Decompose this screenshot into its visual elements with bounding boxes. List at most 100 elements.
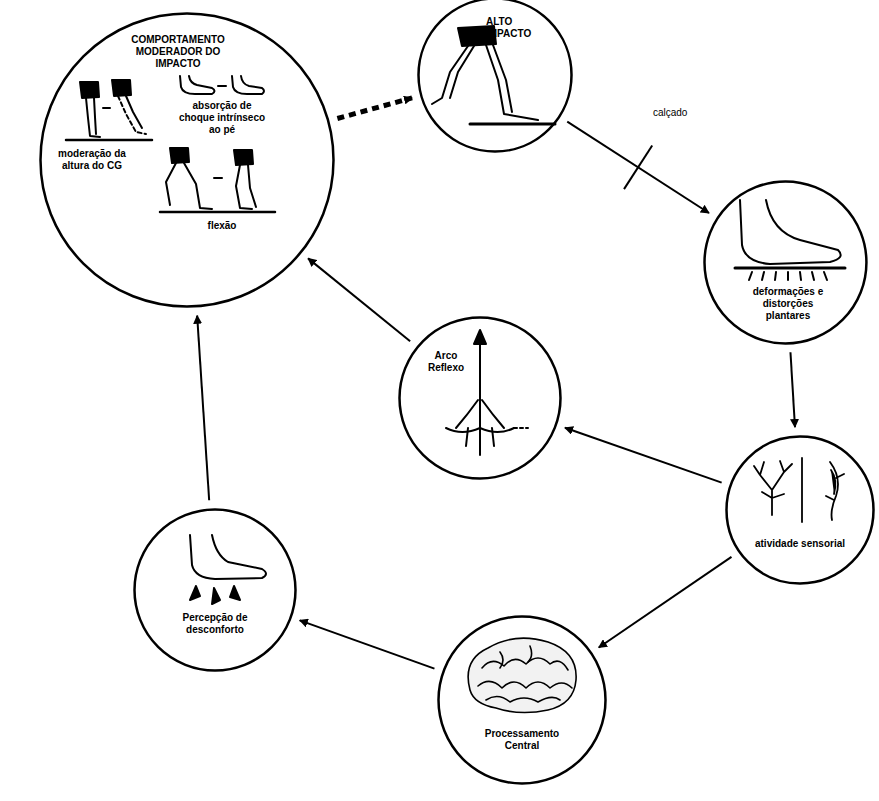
runner-sketch [470, 123, 555, 126]
foot-ground-sketch [735, 200, 845, 280]
runner-sketch [432, 26, 555, 124]
block-mark [624, 145, 652, 189]
brain-sketch [482, 658, 568, 670]
reflex-arc-symbol [456, 400, 478, 428]
foot-ground-sketch [762, 272, 764, 280]
receptor-sketch [754, 461, 792, 515]
brain-sketch [478, 681, 572, 688]
foot-pain-sketch [190, 535, 266, 579]
stage-circle: Percepção de desconforto [133, 508, 297, 672]
feet-sketch [218, 85, 226, 87]
foot-ground-sketch [740, 200, 841, 264]
stage-circle: deformações e distorções plantares [703, 180, 868, 345]
flexion-figures [160, 211, 275, 214]
reflex-arc-symbol [479, 338, 481, 455]
node-title: ALTO IMPACTO [486, 16, 538, 40]
reflex-arc-symbol [492, 428, 494, 446]
receptor-sketch [754, 458, 844, 522]
part-caption: flexão [197, 220, 247, 232]
circle-outline [400, 318, 561, 479]
foot-pain-sketch [230, 586, 240, 600]
flexion-figures [166, 163, 176, 205]
leg-figures [94, 98, 96, 134]
stage-circle: ALTO IMPACTO [417, 0, 573, 153]
foot-pain-sketch [190, 586, 200, 600]
reflex-arc-symbol [446, 428, 514, 432]
leg-figures [66, 139, 152, 142]
reflex-arc-symbol [482, 400, 504, 428]
flow-arrow [308, 258, 410, 341]
stage-circle: Arco Reflexo [398, 316, 562, 480]
node-title: COMPORTAMENTO MODERADOR DO IMPACTO [130, 34, 226, 70]
reflex-arc-symbol [514, 427, 528, 429]
stage-circle: atividade sensorial [725, 435, 875, 585]
circle-outline [437, 615, 607, 785]
feet-sketch [180, 76, 215, 94]
flexion-figures [160, 148, 275, 212]
reflex-arc-symbol [474, 330, 486, 344]
flow-arrow [599, 557, 732, 648]
receptor-sketch [801, 458, 803, 522]
flow-arrow [567, 122, 709, 213]
runner-sketch [450, 46, 474, 98]
flow-arrow [197, 316, 209, 501]
foot-ground-sketch [824, 272, 827, 280]
runner-sketch [486, 45, 538, 120]
foot-ground-sketch [787, 272, 789, 280]
node-title: atividade sensorial [745, 538, 855, 550]
leg-figures [112, 80, 131, 96]
circle-outline [727, 437, 874, 584]
flexion-figures [234, 150, 253, 165]
circle-outline [439, 617, 606, 784]
flow-arrow [300, 620, 435, 668]
stage-circle: Processamento Central [437, 615, 607, 785]
flow-arrow [565, 428, 722, 483]
circle-outline [41, 14, 334, 307]
part-caption: absorção de choque intrínseco ao pé [174, 100, 270, 136]
receptor-sketch [831, 470, 835, 494]
foot-ground-sketch [735, 267, 845, 270]
node-title: Processamento Central [472, 728, 572, 752]
circle-outline [398, 316, 562, 480]
feet-sketch [232, 76, 264, 94]
circle-outline [133, 508, 297, 672]
leg-figures [126, 96, 142, 128]
leg-figures [103, 107, 110, 109]
foot-ground-sketch [749, 272, 752, 280]
node-title: Percepção de desconforto [160, 612, 270, 636]
runner-sketch [493, 45, 512, 112]
foot-pain-sketch [212, 588, 220, 604]
circle-outline [725, 435, 875, 585]
foot-ground-sketch [800, 272, 801, 280]
receptor-sketch [826, 462, 844, 520]
stage-circle: COMPORTAMENTO MODERADOR DO IMPACTO absorç… [39, 12, 335, 308]
feet-sketch [180, 76, 264, 94]
flexion-figures [214, 177, 222, 179]
part-caption: moderação da altura do CG [50, 148, 134, 172]
circle-outline [135, 510, 296, 671]
leg-figures [86, 98, 100, 137]
circle-outline [418, 0, 571, 152]
brain-sketch [500, 646, 532, 668]
brain-sketch [468, 638, 576, 712]
node-title: deformações e distorções plantares [742, 286, 834, 322]
foot-ground-sketch [775, 272, 776, 280]
foot-ground-sketch [812, 272, 814, 280]
leg-figures [118, 96, 146, 134]
flexion-figures [170, 148, 189, 163]
brain-sketch [468, 638, 576, 712]
flow-arrow [790, 352, 795, 427]
foot-pain-sketch [190, 535, 266, 604]
reflex-arc-symbol [446, 330, 528, 455]
circle-outline [704, 181, 866, 343]
flexion-figures [184, 163, 212, 209]
edge-label: calçado [651, 107, 689, 119]
brain-sketch [486, 696, 560, 702]
reflex-arc-symbol [466, 428, 468, 446]
leg-figures [66, 80, 152, 140]
flexion-figures [248, 165, 256, 207]
leg-figures [80, 82, 99, 98]
flow-arrow [337, 98, 412, 119]
node-title: Arco Reflexo [423, 350, 469, 374]
